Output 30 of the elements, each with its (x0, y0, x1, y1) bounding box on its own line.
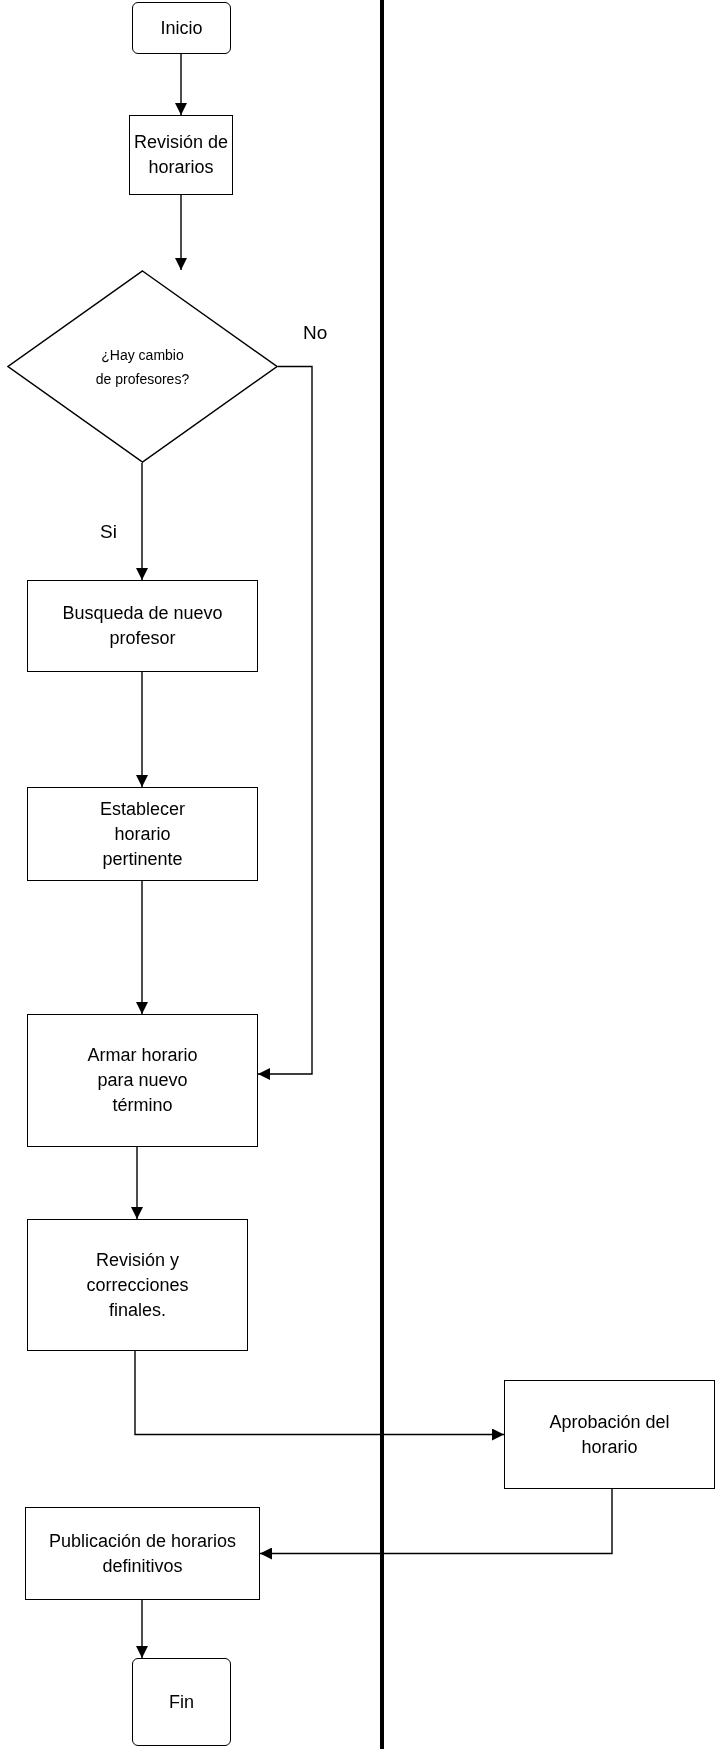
process-box (27, 1014, 258, 1147)
decision-diamond (7, 270, 278, 463)
arrow (136, 671, 148, 788)
terminal-box (132, 2, 231, 54)
process-box (25, 1507, 260, 1600)
node-label: ¿Hay cambio de profesores? (94, 345, 191, 389)
process-box (129, 115, 233, 195)
node-label: Inicio (160, 16, 203, 40)
arrow (257, 365, 313, 1080)
node-label: Revisión de horarios (132, 131, 230, 179)
node-label: Establecer horario pertinente (98, 797, 186, 871)
terminal-box (132, 1658, 231, 1746)
arrow (136, 462, 148, 581)
node-label: Aprobación del horario (548, 1410, 671, 1459)
process-box (27, 1219, 248, 1351)
arrow (175, 194, 187, 271)
arrow (175, 53, 187, 116)
arrow (136, 880, 148, 1015)
node-label: Busqueda de nuevo profesor (61, 602, 224, 650)
process-box (504, 1380, 715, 1489)
node-label: Fin (169, 1690, 194, 1714)
node-label: Armar horario para nuevo término (86, 1044, 199, 1117)
arrow (136, 1599, 148, 1659)
arrow (259, 1488, 613, 1560)
arrow (131, 1146, 143, 1220)
arrow (134, 1350, 505, 1441)
process-box (27, 580, 258, 672)
node-label: Revisión y correcciones finales. (85, 1248, 190, 1322)
process-box (27, 787, 258, 881)
node-label: Publicación de horarios definitivos (47, 1529, 238, 1578)
